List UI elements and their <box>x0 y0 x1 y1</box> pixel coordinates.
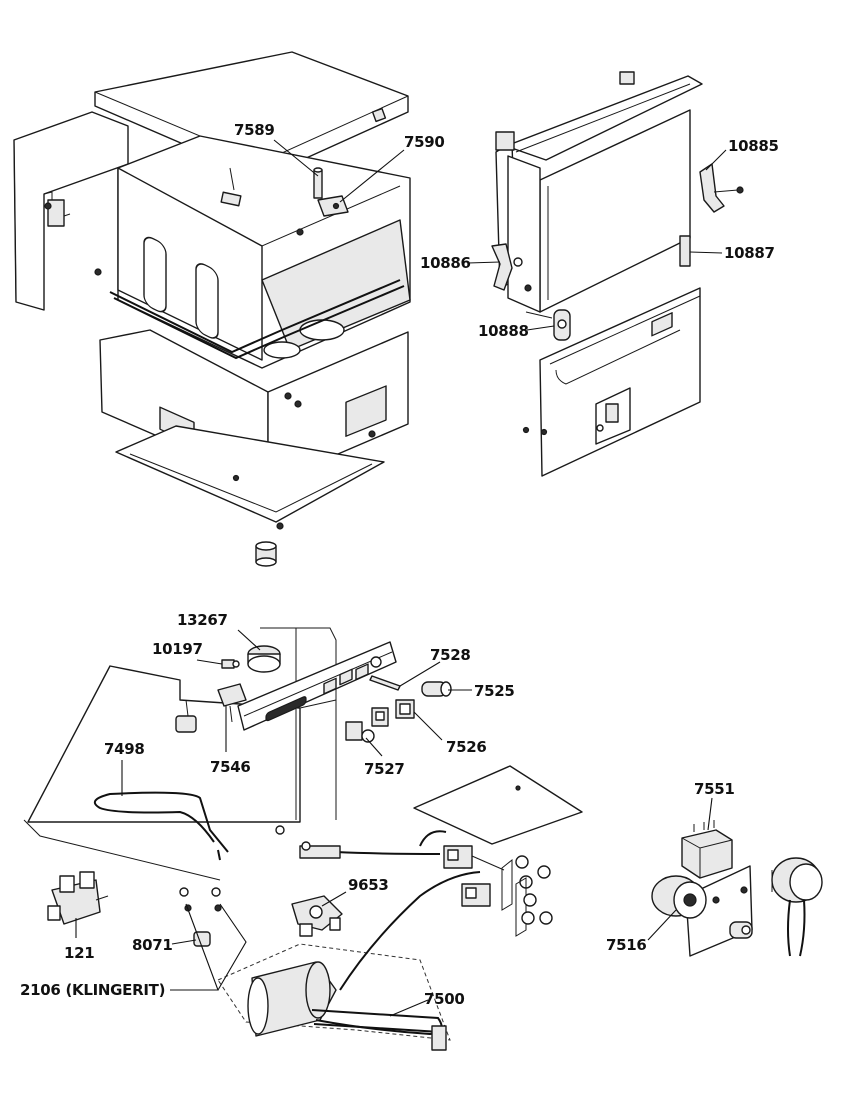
callout-7500: 7500 <box>424 990 465 1008</box>
callout-7528: 7528 <box>430 646 471 664</box>
part-9653-pump <box>291 895 343 937</box>
cable-harness <box>335 851 441 855</box>
part-10197-fitting <box>221 659 240 669</box>
part-7528-rod <box>369 675 401 691</box>
callout-7527: 7527 <box>364 760 405 778</box>
part-7526-switch <box>371 699 415 727</box>
callout-10197: 10197 <box>152 640 203 658</box>
thermostat-assembly-upper <box>443 845 551 911</box>
part-7498-heating-element <box>93 791 229 853</box>
callout-10886: 10886 <box>420 254 471 272</box>
motor-relay-assembly <box>651 820 823 957</box>
callout-labels: 7589 7590 10885 10886 10887 10888 13267 … <box>20 121 779 1008</box>
part-121-water-valve <box>47 871 109 925</box>
part-7527-switch <box>345 721 375 743</box>
callout-7525: 7525 <box>474 682 515 700</box>
part-10888-latch <box>525 309 571 341</box>
part-8071-sensor <box>193 931 211 947</box>
side-frame-panel <box>27 665 301 823</box>
drain-pump-motor <box>771 857 823 957</box>
callout-7551: 7551 <box>694 780 735 798</box>
callout-7546: 7546 <box>210 758 251 776</box>
callout-10885: 10885 <box>728 137 779 155</box>
callout-8071: 8071 <box>132 936 173 954</box>
callout-13267: 13267 <box>177 611 228 629</box>
part-10886-hinge <box>491 243 532 292</box>
base-plate <box>115 425 385 523</box>
insulation-sheet <box>217 943 451 1041</box>
callout-9653: 9653 <box>348 876 389 894</box>
callout-10887: 10887 <box>724 244 775 262</box>
cabinet-assembly <box>13 51 411 567</box>
callout-10888: 10888 <box>478 322 529 340</box>
part-7589-post <box>313 167 323 199</box>
part-10885-hinge <box>699 163 744 213</box>
top-cover-panel <box>94 51 409 179</box>
callout-121: 121 <box>64 944 94 962</box>
part-7500-heater <box>247 961 447 1051</box>
part-7525-knob <box>421 681 452 697</box>
control-and-heater-assembly <box>23 627 583 1051</box>
callout-7589: 7589 <box>234 121 275 139</box>
callout-7516: 7516 <box>606 936 647 954</box>
part-7546-switch <box>175 683 247 733</box>
callout-7498: 7498 <box>104 740 145 758</box>
door-assembly <box>491 71 744 477</box>
part-13267-pressure-switch <box>247 645 281 673</box>
part-10887-plate <box>679 235 691 267</box>
leader-lines <box>75 139 727 1017</box>
outer-door-panel <box>539 287 701 477</box>
thermostat-assembly-lower <box>461 877 553 937</box>
callout-7526: 7526 <box>446 738 487 756</box>
rear-frame-panel <box>117 167 263 361</box>
part-7551-relay <box>681 820 733 879</box>
left-side-panel <box>13 111 129 311</box>
cover-plate <box>413 765 583 845</box>
part-7516-motor <box>651 875 707 919</box>
callout-7590: 7590 <box>404 133 445 151</box>
callout-2106: 2106 (KLINGERIT) <box>20 981 165 999</box>
capacitor <box>729 921 753 939</box>
